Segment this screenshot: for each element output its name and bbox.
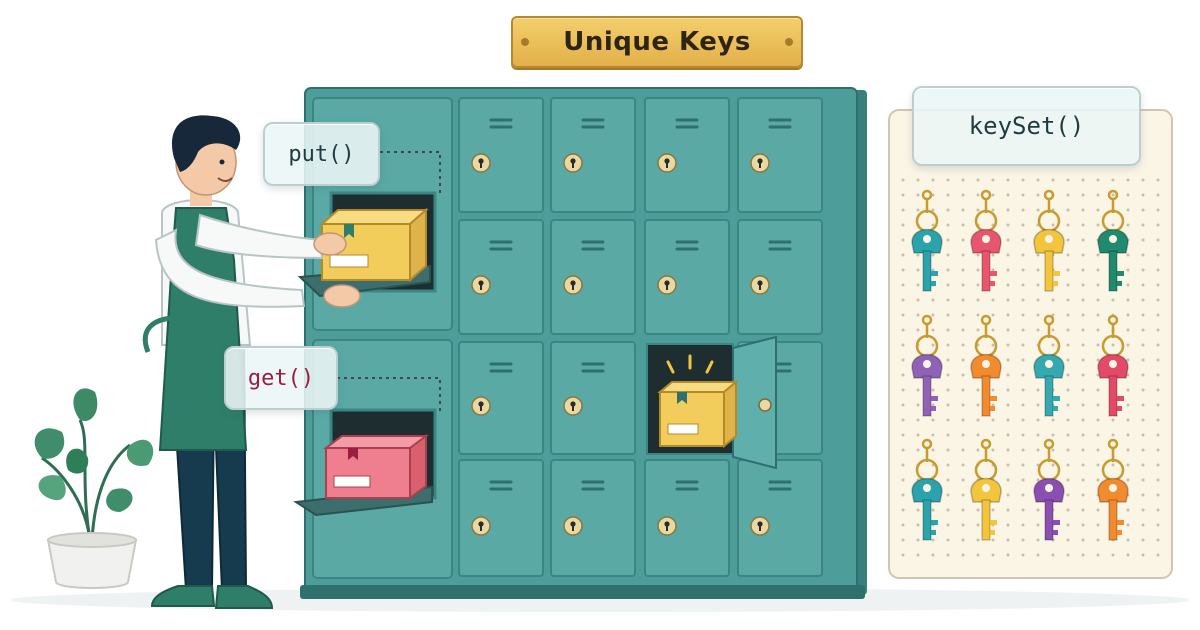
locker-door[interactable] [550, 219, 636, 335]
potted-plant [34, 388, 154, 589]
keyset-method-label: keySet() [912, 86, 1141, 166]
put-method-label: put() [263, 122, 380, 186]
pegboard [888, 109, 1173, 579]
page-title: Unique Keys [563, 27, 751, 57]
keyhole-icon [657, 516, 677, 536]
locker-door[interactable] [458, 97, 544, 213]
keyhole-icon [471, 153, 491, 173]
keyhole-icon [563, 396, 583, 416]
locker-door[interactable] [644, 97, 730, 213]
keyhole-icon [471, 396, 491, 416]
open-door-keyhole-icon [758, 398, 772, 412]
key-icon[interactable] [970, 438, 1002, 541]
get-method-label: get() [224, 346, 338, 410]
pink-package [323, 434, 429, 500]
yellow-package [319, 207, 429, 283]
locker-door[interactable] [644, 219, 730, 335]
locker-door[interactable] [458, 219, 544, 335]
key-icon[interactable] [1033, 189, 1065, 292]
locker-door[interactable] [458, 459, 544, 577]
open-locker [646, 335, 777, 470]
locker-door[interactable] [550, 341, 636, 455]
screw-icon [521, 38, 529, 46]
keyhole-icon [657, 153, 677, 173]
key-icon[interactable] [911, 438, 943, 541]
worker-hand-bottom [323, 284, 361, 308]
locker-door[interactable] [550, 459, 636, 577]
keyhole-icon [563, 516, 583, 536]
get-label-text: get() [247, 365, 315, 391]
key-icon[interactable] [911, 189, 943, 292]
key-icon[interactable] [1097, 189, 1129, 292]
locker-door[interactable] [458, 341, 544, 455]
key-icon[interactable] [1097, 438, 1129, 541]
lower-tray [293, 434, 433, 517]
key-icon[interactable] [1097, 314, 1129, 417]
cabinet-base [300, 585, 865, 599]
worker-hair [171, 115, 241, 172]
keyhole-icon [471, 275, 491, 295]
locker-door[interactable] [737, 219, 823, 335]
keyhole-icon [750, 275, 770, 295]
locker-door[interactable] [737, 459, 823, 577]
apron-tie [142, 315, 173, 353]
locker-door[interactable] [737, 97, 823, 213]
locker-door[interactable] [550, 97, 636, 213]
sparkle-icon [666, 354, 714, 374]
key-icon[interactable] [911, 314, 943, 417]
keyhole-icon [563, 275, 583, 295]
screw-icon [785, 38, 793, 46]
keyhole-icon [471, 516, 491, 536]
worker-left-shoe [150, 585, 216, 607]
keyset-label-text: keySet() [968, 112, 1085, 140]
key-collection [911, 189, 1129, 541]
keyhole-icon [750, 516, 770, 536]
worker-upper-arm [194, 213, 324, 260]
stored-package [657, 379, 739, 449]
locker-door[interactable] [644, 459, 730, 577]
put-label-text: put() [288, 141, 355, 167]
key-icon[interactable] [1033, 314, 1065, 417]
worker-right-shoe [214, 585, 274, 609]
keyhole-icon [563, 153, 583, 173]
keyhole-icon [750, 153, 770, 173]
key-icon[interactable] [1033, 438, 1065, 541]
title-plaque: Unique Keys [511, 16, 803, 68]
key-icon[interactable] [970, 314, 1002, 417]
keyhole-icon [657, 275, 677, 295]
worker-hand-top [313, 232, 347, 256]
key-icon[interactable] [970, 189, 1002, 292]
plant-pot [46, 539, 138, 589]
worker-lower-arm [154, 228, 306, 308]
